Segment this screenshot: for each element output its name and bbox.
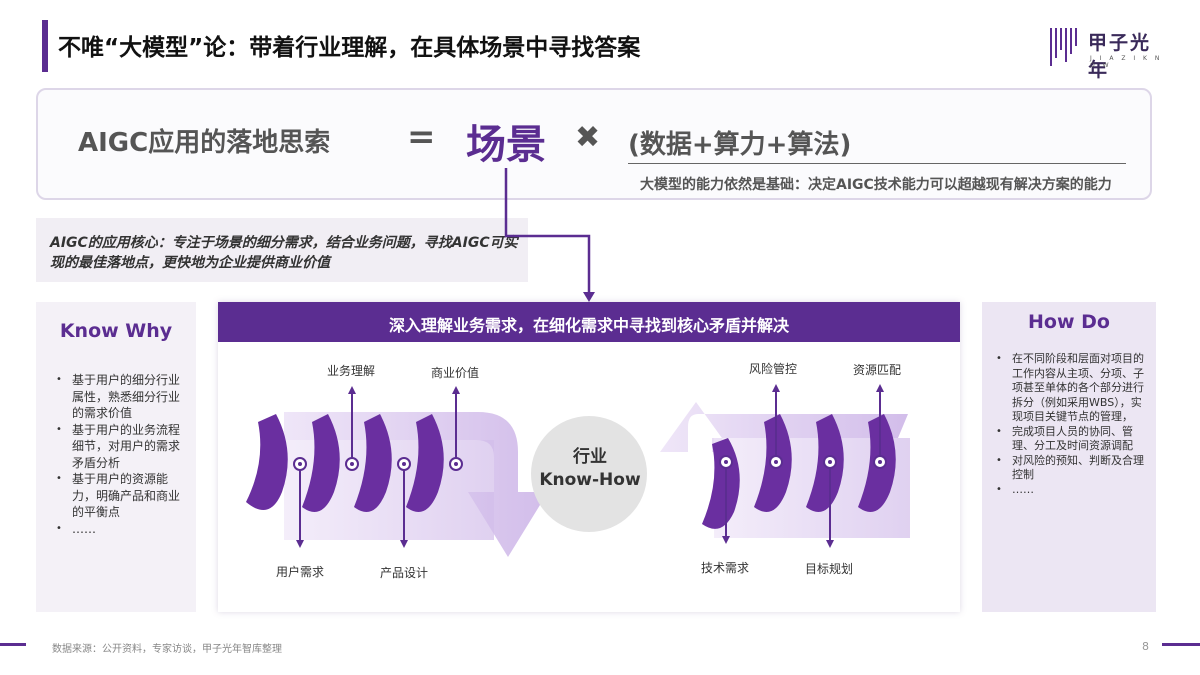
list-item: 基于用户的业务流程细节，对用户的需求矛盾分析	[56, 422, 186, 472]
label-tech-needs: 技术需求	[701, 561, 750, 575]
formula-equals: =	[407, 117, 436, 157]
label-user-needs: 用户需求	[276, 565, 325, 579]
center-header-text: 深入理解业务需求，在细化需求中寻找到核心矛盾并解决	[388, 316, 789, 335]
formula-left-text: AIGC应用的落地思索	[78, 128, 331, 158]
page-number: 8	[1142, 640, 1149, 653]
footer-accent-left	[0, 643, 26, 646]
label-risk-control: 风险管控	[749, 362, 798, 376]
list-item: 在不同阶段和层面对项目的工作内容从主项、分项、子项甚至单体的各个部分进行拆分（例…	[996, 352, 1146, 425]
logo-text-cn: 甲子光年	[1088, 32, 1152, 81]
title-accent-bar	[42, 20, 48, 72]
hub-circle	[531, 416, 647, 532]
formula-right-text: (数据+算力+算法)	[628, 130, 852, 160]
center-header	[218, 302, 960, 342]
know-why-list: 基于用户的细分行业属性，熟悉细分行业的需求价值 基于用户的业务流程细节，对用户的…	[56, 372, 186, 537]
hub-text: 行业 Know-How	[530, 446, 650, 492]
know-why-title: Know Why	[59, 320, 173, 342]
formula-underline	[628, 163, 1126, 164]
formula-note: 大模型的能力依然是基础：决定AIGC技术能力可以超越现有解决方案的能力	[640, 177, 1112, 193]
list-item: 基于用户的资源能力，明确产品和商业的平衡点	[56, 471, 186, 521]
label-resource-matching: 资源匹配	[853, 363, 902, 377]
list-item: 基于用户的细分行业属性，熟悉细分行业的需求价值	[56, 372, 186, 422]
how-do-title: How Do	[1028, 311, 1110, 333]
list-item: ……	[996, 483, 1146, 498]
right-markers	[719, 384, 887, 548]
brand-logo: 甲子光年 J I A Z I K N O W	[1048, 26, 1168, 81]
page-title: 不唯“大模型”论：带着行业理解，在具体场景中寻找答案	[58, 35, 641, 61]
logo-text-en: J I A Z I K N O W	[1090, 55, 1163, 69]
left-flow-arrow	[284, 412, 548, 557]
core-box	[36, 218, 528, 282]
left-twist-segments	[246, 414, 444, 512]
how-do-list: 在不同阶段和层面对项目的工作内容从主项、分项、子项甚至单体的各个部分进行拆分（例…	[996, 352, 1146, 497]
hub-line1: 行业	[573, 447, 607, 467]
core-text: AIGC的应用核心：专注于场景的细分需求，结合业务问题，寻找AIGC可实现的最佳…	[50, 235, 518, 271]
footer-accent-right	[1162, 643, 1200, 646]
logo-mark-icon	[1050, 28, 1077, 66]
label-product-design: 产品设计	[380, 566, 429, 580]
list-item: 对风险的预知、判断及合理控制	[996, 454, 1146, 483]
formula-times-icon: ✖	[575, 120, 601, 155]
label-goal-planning: 目标规划	[805, 562, 854, 576]
hub-line2: Know-How	[539, 470, 641, 490]
label-commercial-value: 商业价值	[431, 366, 480, 380]
list-item: 完成项目人员的协同、管理、分工及时间资源调配	[996, 425, 1146, 454]
left-markers	[293, 386, 463, 548]
footer-source: 数据来源：公开资料，专家访谈，甲子光年智库整理	[52, 644, 282, 655]
formula-box	[36, 88, 1152, 200]
formula-key-term: 场景	[466, 122, 546, 168]
list-item: ……	[56, 521, 186, 538]
label-business-understanding: 业务理解	[327, 364, 376, 378]
process-diagram	[246, 384, 910, 557]
